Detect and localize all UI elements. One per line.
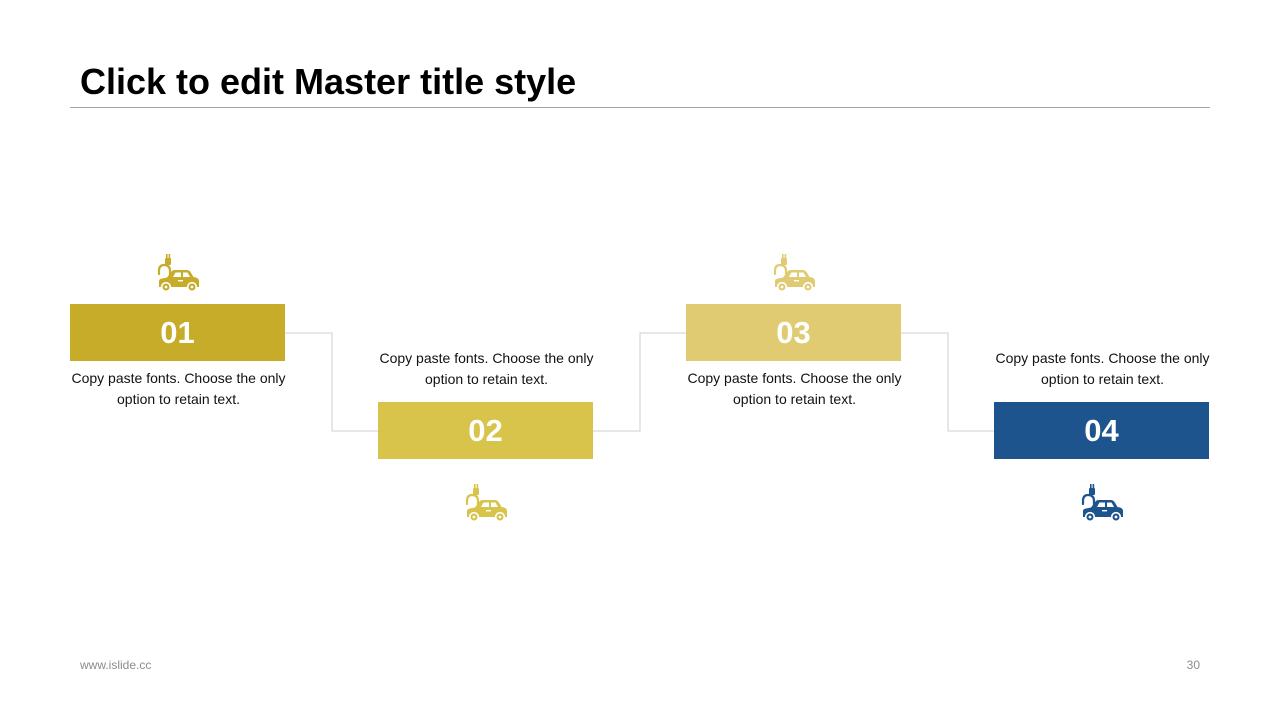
step-04-number: 04 [1084, 412, 1119, 448]
step-03-box[interactable]: 03 [686, 304, 901, 361]
electric-car-icon [1080, 484, 1124, 524]
footer-url: www.islide.cc [80, 658, 152, 672]
connector-01-02 [285, 332, 379, 432]
slide-title[interactable]: Click to edit Master title style [80, 61, 577, 102]
step-02-number: 02 [468, 412, 503, 448]
step-01-number: 01 [160, 314, 195, 350]
page-number: 30 [1186, 658, 1200, 672]
electric-car-icon [464, 484, 508, 524]
step-01-description[interactable]: Copy paste fonts. Choose the only option… [71, 370, 286, 407]
connector-02-03 [593, 332, 687, 432]
title-divider [70, 107, 1210, 108]
step-04-description[interactable]: Copy paste fonts. Choose the only option… [995, 350, 1210, 387]
step-01-box[interactable]: 01 [70, 304, 285, 361]
connector-03-04 [901, 332, 995, 432]
step-03-number: 03 [776, 314, 811, 350]
step-02-description[interactable]: Copy paste fonts. Choose the only option… [379, 350, 594, 387]
electric-car-icon [772, 254, 816, 294]
step-04-box[interactable]: 04 [994, 402, 1209, 459]
step-03-description[interactable]: Copy paste fonts. Choose the only option… [687, 370, 902, 407]
electric-car-icon [156, 254, 200, 294]
step-02-box[interactable]: 02 [378, 402, 593, 459]
